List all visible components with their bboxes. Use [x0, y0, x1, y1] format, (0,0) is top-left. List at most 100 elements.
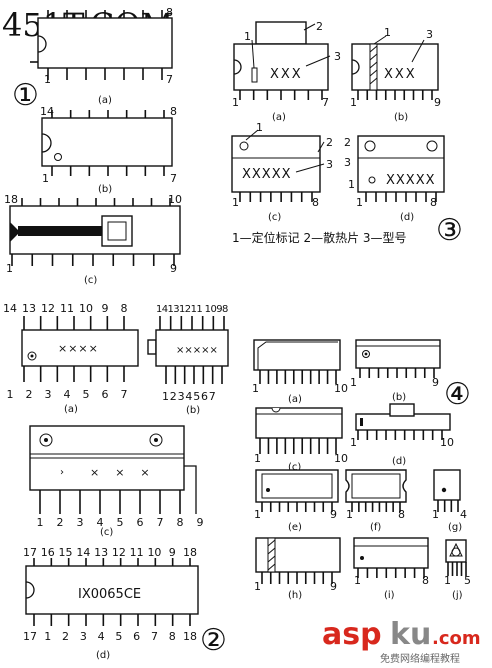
g4-g-pinN: 4	[460, 508, 467, 521]
g4-a-pin1: 1	[252, 382, 259, 395]
g2-c-bottom-label-9: 9	[197, 516, 204, 529]
g2-c-bottom-label-4: 4	[97, 516, 104, 529]
watermark-com: .com	[432, 628, 481, 649]
g3-a-heatsink	[255, 21, 307, 45]
g3-d-label: (d)	[400, 212, 414, 223]
g3-b-pin9: 9	[434, 96, 441, 109]
g3-b-callout-1: 1	[384, 26, 391, 39]
g3-d-callout-1: 1	[348, 178, 355, 191]
g2-d-bottom-label-4: 3	[80, 630, 87, 643]
g2-c-bottom-label-8: 8	[177, 516, 184, 529]
watermark-ku: ku	[390, 617, 431, 652]
g4-j-label: (j)	[452, 590, 463, 601]
g2-c-marking: ×××	[90, 466, 166, 479]
g4-c-package: 1 10 (c)	[254, 407, 348, 473]
g1-a-pin7: 7	[166, 73, 173, 86]
g2-d-bottom-label-5: 4	[98, 630, 105, 643]
g2-a-top-label-6: 9	[102, 302, 109, 315]
g4-e-package: 1 9 (e)	[254, 469, 339, 533]
g4-f-package: 1 8 (f)	[345, 469, 407, 533]
g2-d-top-label-7: 11	[130, 546, 144, 559]
g2-b-package: ××××× 14131211 1098 1234567 (b)	[147, 304, 229, 416]
g2-c-bottom-label-1: 1	[37, 516, 44, 529]
g2-d-bottom-label-6: 5	[115, 630, 122, 643]
g3-d-callout-2: 2	[344, 136, 351, 149]
g3-a-callout-1: 1	[244, 30, 251, 43]
g4-a-package: 1 10 (a)	[252, 339, 348, 405]
g2-d-top-label-3: 15	[59, 546, 73, 559]
g3-a-marking: XXX	[270, 67, 303, 82]
g2-a-top-label-2: 13	[22, 302, 36, 315]
g2-c-mark-dot: ›	[60, 467, 64, 478]
g2-a-bottom-label-7: 7	[121, 388, 128, 401]
g4-c-label: (c)	[288, 462, 301, 473]
g1-a-pin8: 8	[166, 6, 173, 19]
g1-c-pin10: 10	[168, 193, 182, 206]
g2-d-top-label-4: 14	[76, 546, 90, 559]
g3-c-pin1: 1	[232, 196, 239, 209]
g3-b-label: (b)	[394, 112, 408, 123]
g3-a-callout-2: 2	[316, 20, 323, 33]
g2-a-top-label-1: 14	[3, 302, 17, 315]
g4-e-pin1: 1	[254, 508, 261, 521]
g4-j-pinN: 5	[464, 574, 471, 587]
g4-i-label: (i)	[384, 590, 395, 601]
g1-b-pin8: 8	[170, 105, 177, 118]
g2-d-bottom-label-2: 1	[44, 630, 51, 643]
watermark-bottom: asp ku .com 免费网络编程教程	[322, 617, 481, 665]
g2-c-bottom-label-7: 7	[157, 516, 164, 529]
g2-d-top-label-1: 17	[23, 546, 37, 559]
g4-c-pin1: 1	[254, 452, 261, 465]
g2-b-top-pins: 14131211 1098	[156, 304, 228, 315]
g4-h-pinN: 9	[330, 580, 337, 593]
g3-c-label: (c)	[268, 212, 281, 223]
group-1-number: ①	[12, 78, 39, 113]
g3-a-callout-3: 3	[334, 50, 341, 63]
g1-c-label: (c)	[84, 275, 97, 286]
g4-c-pinN: 10	[334, 452, 348, 465]
g1-b-pin1: 1	[42, 172, 49, 185]
group-4: 1 10 (a) 1 9 (b) 1 10 (c)	[252, 339, 471, 601]
g3-b-pin1: 1	[350, 96, 357, 109]
g1-c-package: 18 10 1 9 (c)	[4, 193, 182, 286]
g4-e-pinN: 9	[330, 508, 337, 521]
g2-c-bottom-label-5: 5	[117, 516, 124, 529]
g4-g-label: (g)	[448, 522, 462, 533]
g2-d-top-label-10: 18	[183, 546, 197, 559]
g2-a-bottom-label-6: 6	[102, 388, 109, 401]
group-3-number: ③	[436, 213, 463, 248]
g4-b-pinN: 9	[432, 376, 439, 389]
g3-a-package: 2 3 1 XXX 1 7 (a)	[232, 20, 341, 123]
g4-d-pin1: 1	[350, 436, 357, 449]
g2-d-top-label-2: 16	[41, 546, 55, 559]
g2-a-top-label-5: 10	[79, 302, 93, 315]
g3-c-pin8: 8	[312, 196, 319, 209]
g4-g-pin1: 1	[432, 508, 439, 521]
g3-b-marking: XXX	[384, 67, 417, 82]
g3-c-package: 1 2 3 XXXXX 1 8 (c)	[231, 121, 333, 223]
g3-c-callout-2: 2	[326, 136, 333, 149]
g4-h-pin1: 1	[254, 580, 261, 593]
g4-b-pin1: 1	[350, 376, 357, 389]
g4-b-package: 1 9 (b)	[350, 339, 441, 403]
g1-b-pin14: 14	[40, 105, 54, 118]
g2-d-bottom-label-9: 8	[169, 630, 176, 643]
g2-a-bottom-label-3: 3	[45, 388, 52, 401]
g2-a-bottom-label-1: 1	[7, 388, 14, 401]
g4-g-package: 1 4 (g)	[432, 469, 467, 533]
g1-a-pin1: 1	[44, 73, 51, 86]
g4-j-pin1: 1	[444, 574, 451, 587]
g1-a-label: (a)	[98, 95, 112, 106]
g4-j-package: 1 5 (j)	[444, 539, 471, 601]
g2-b-label: (b)	[186, 405, 200, 416]
g4-i-pinN: 8	[422, 574, 429, 587]
g2-a-bottom-label-2: 2	[26, 388, 33, 401]
group-2-number: ②	[200, 623, 227, 658]
g2-d-marking: IX0065CE	[78, 587, 141, 602]
g2-c-bottom-label-6: 6	[137, 516, 144, 529]
g4-d-pinN: 10	[440, 436, 454, 449]
g2-d-top-label-6: 12	[112, 546, 126, 559]
